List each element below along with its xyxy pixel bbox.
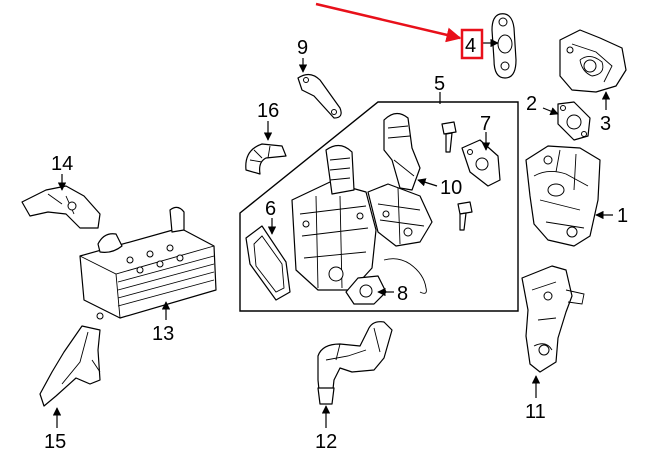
callout-9: 9 (297, 37, 308, 59)
leader-lines (52, 38, 613, 428)
callout-15: 15 (44, 431, 66, 453)
part-13-egr-cooler (79, 206, 217, 320)
callout-2: 2 (526, 93, 537, 115)
callout-6: 6 (265, 198, 276, 220)
callout-3: 3 (600, 113, 611, 135)
callout-5: 5 (434, 73, 445, 95)
part-9-bracket-strip (297, 73, 342, 119)
part-strap (383, 258, 427, 294)
part-assembly-center (291, 144, 377, 291)
part-16-hose (245, 143, 287, 175)
part-10-actuator (383, 112, 421, 191)
part-1-egr-valve (525, 145, 601, 247)
callout-7: 7 (480, 113, 491, 135)
part-3-bracket (559, 29, 627, 93)
bolt-upper (441, 121, 457, 153)
part-7-gasket (461, 139, 501, 187)
bolt-lower (457, 201, 473, 231)
callout-14: 14 (51, 153, 73, 175)
callout-13: 13 (152, 323, 174, 345)
callout-4: 4 (465, 35, 476, 57)
part-valve-body-right (367, 183, 433, 247)
callout-12: 12 (315, 431, 337, 453)
part-6-gasket (245, 225, 291, 301)
part-2-gasket (557, 101, 591, 141)
part-14-bracket (21, 185, 101, 229)
highlight-box (460, 28, 484, 60)
callout-1: 1 (617, 205, 628, 227)
callout-11: 11 (525, 401, 546, 423)
highlight-arrow (315, 2, 462, 43)
part-15-bracket (39, 325, 101, 407)
part-11-bracket (521, 265, 585, 373)
part-12-pipe (317, 321, 393, 405)
callout-16: 16 (257, 100, 279, 122)
callout-10: 10 (440, 177, 462, 199)
part-4-gasket (491, 13, 517, 79)
callout-8: 8 (397, 283, 408, 305)
assembly-outline (239, 101, 519, 312)
